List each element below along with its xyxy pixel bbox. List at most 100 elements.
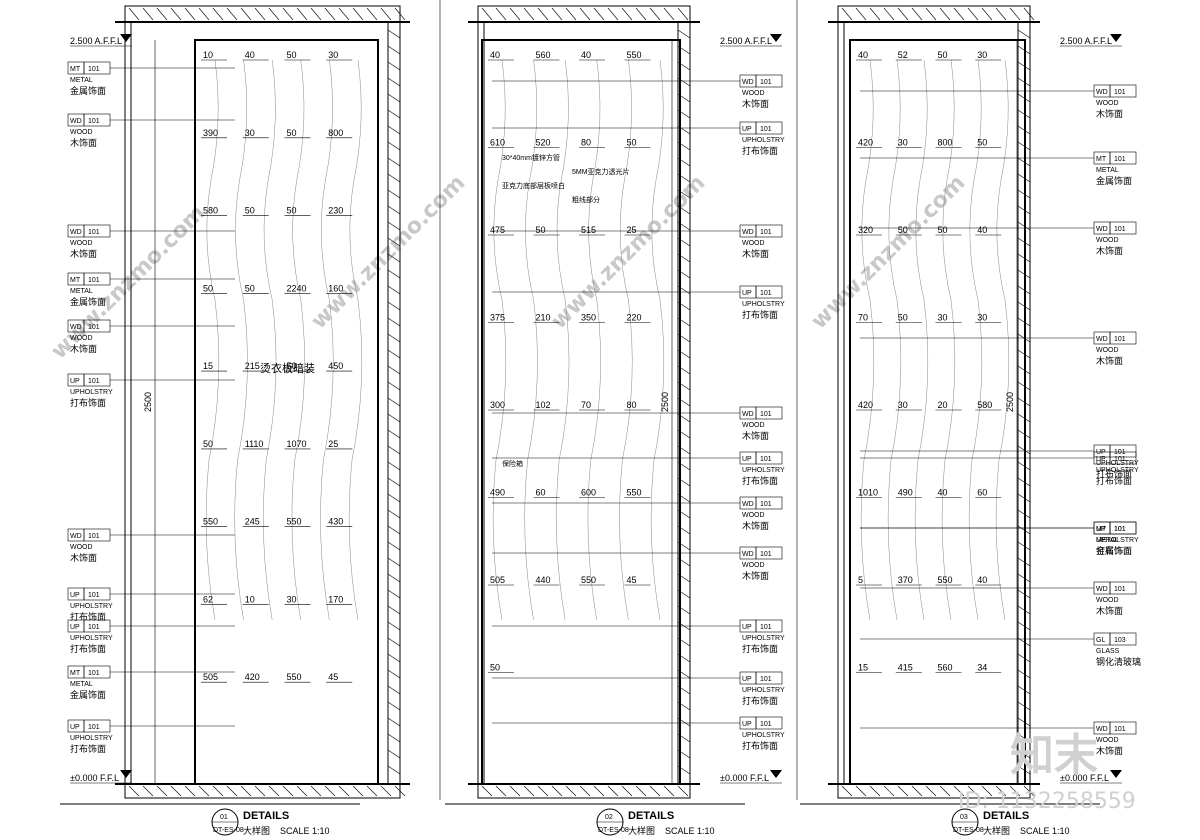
hatch-line [677, 785, 689, 797]
sheet-code: DT-ES-08 [213, 827, 244, 834]
dimension-value: 300 [490, 400, 505, 410]
dimension-value: 475 [490, 225, 505, 235]
hatch-line [649, 785, 661, 797]
tag-code: WD [70, 324, 82, 331]
level-triangle-top [120, 34, 132, 42]
hatch-line [593, 785, 605, 797]
tag-number-box [1109, 444, 1137, 458]
detail-scale: SCALE 1:10 [280, 826, 330, 836]
tag-number: 101 [760, 624, 772, 631]
dimension-value: 1070 [287, 439, 307, 449]
hatch-line [380, 785, 392, 797]
wall-section [124, 21, 401, 785]
dimension-value: 220 [627, 313, 642, 323]
dimension-value: 62 [203, 594, 213, 604]
hatch-line [380, 7, 392, 21]
dimension-value: 30 [245, 128, 255, 138]
tag-number-box [1109, 581, 1137, 595]
dimension-value: 550 [287, 672, 302, 682]
wall-hatch [387, 157, 401, 167]
floor-section [115, 783, 410, 799]
dimension-value: 415 [898, 663, 913, 673]
wall-hatch [387, 525, 401, 535]
tag-number: 101 [760, 551, 772, 558]
tag-material-cn: 打布饰面 [742, 643, 778, 654]
floor-section [468, 783, 700, 799]
tag-code: MT [1096, 526, 1107, 533]
tag-number: 101 [88, 592, 100, 599]
hatch-line [324, 785, 336, 797]
level-markers: 2.500 A.F.F.L±0.000 F.F.L [720, 34, 782, 784]
dimension-value: 40 [938, 488, 948, 498]
tag-material-en: METAL [70, 288, 93, 295]
hatch-line [551, 7, 563, 21]
tag-number-box [755, 74, 783, 88]
dimension-value: 50 [977, 138, 987, 148]
watermark-logo: 知末 [1010, 730, 1098, 781]
cabinet-frame [194, 39, 379, 785]
dimension-value: 505 [203, 672, 218, 682]
wall-hatch [387, 621, 401, 631]
wood-grain [941, 59, 956, 621]
hatch-line [128, 785, 140, 797]
dimension-value: 50 [203, 439, 213, 449]
hatch-line [579, 7, 591, 21]
tag-material-en: WOOD [1096, 737, 1119, 744]
tag-code: UP [1096, 456, 1106, 463]
wall-hatch [387, 669, 401, 679]
tag-material-en: WOOD [70, 129, 93, 136]
tag-code: WD [1096, 226, 1108, 233]
wall-hatch [387, 349, 401, 359]
tag-code: MT [70, 670, 81, 677]
watermark-id: ID: 1132258559 [958, 789, 1136, 814]
level-top-label: 2.500 A.F.F.L [720, 36, 772, 46]
tag-material-en: UPHOLSTRY [742, 732, 785, 739]
ceiling-section [828, 5, 1040, 23]
tag-material-en: UPHOLSTRY [70, 389, 113, 396]
hatch-line [254, 785, 266, 797]
hatch-line [212, 785, 224, 797]
dimension-value: 50 [245, 283, 255, 293]
tag-material-cn: 打布饰面 [70, 643, 106, 654]
notes: 烫衣板暗装 [260, 361, 315, 375]
tag-material-cn: 金属饰面 [1096, 545, 1132, 556]
level-triangle-bottom [770, 770, 782, 778]
tag-code: UP [742, 721, 752, 728]
hatch-line [677, 7, 689, 21]
tag-material-cn: 木饰面 [1096, 245, 1123, 256]
detail-scale: SCALE 1:10 [1020, 826, 1070, 836]
overall-height-value: 2500 [1005, 392, 1015, 412]
hatch-line [841, 7, 853, 21]
dimension-value: 40 [581, 50, 591, 60]
tag-material-en: WOOD [742, 90, 765, 97]
hatch-line [254, 7, 266, 21]
tag-material-cn: 金属饰面 [70, 689, 106, 700]
hatch-line [523, 785, 535, 797]
tag-material-cn: 金属饰面 [70, 296, 106, 307]
detail-number: 02 [605, 814, 613, 821]
ceiling-slab [477, 5, 691, 23]
wood-grain [263, 59, 277, 621]
dimension-value: 390 [203, 128, 218, 138]
hatch-line [925, 785, 937, 797]
note-text: 保险箱 [502, 459, 523, 468]
overall-height-value: 2500 [660, 392, 670, 412]
note-text: 30*40mm镀锌方管 [502, 153, 560, 162]
tag-code: WD [1096, 726, 1108, 733]
hatch-line [869, 785, 881, 797]
dimension-value: 15 [203, 361, 213, 371]
tag-number: 101 [1114, 226, 1126, 233]
